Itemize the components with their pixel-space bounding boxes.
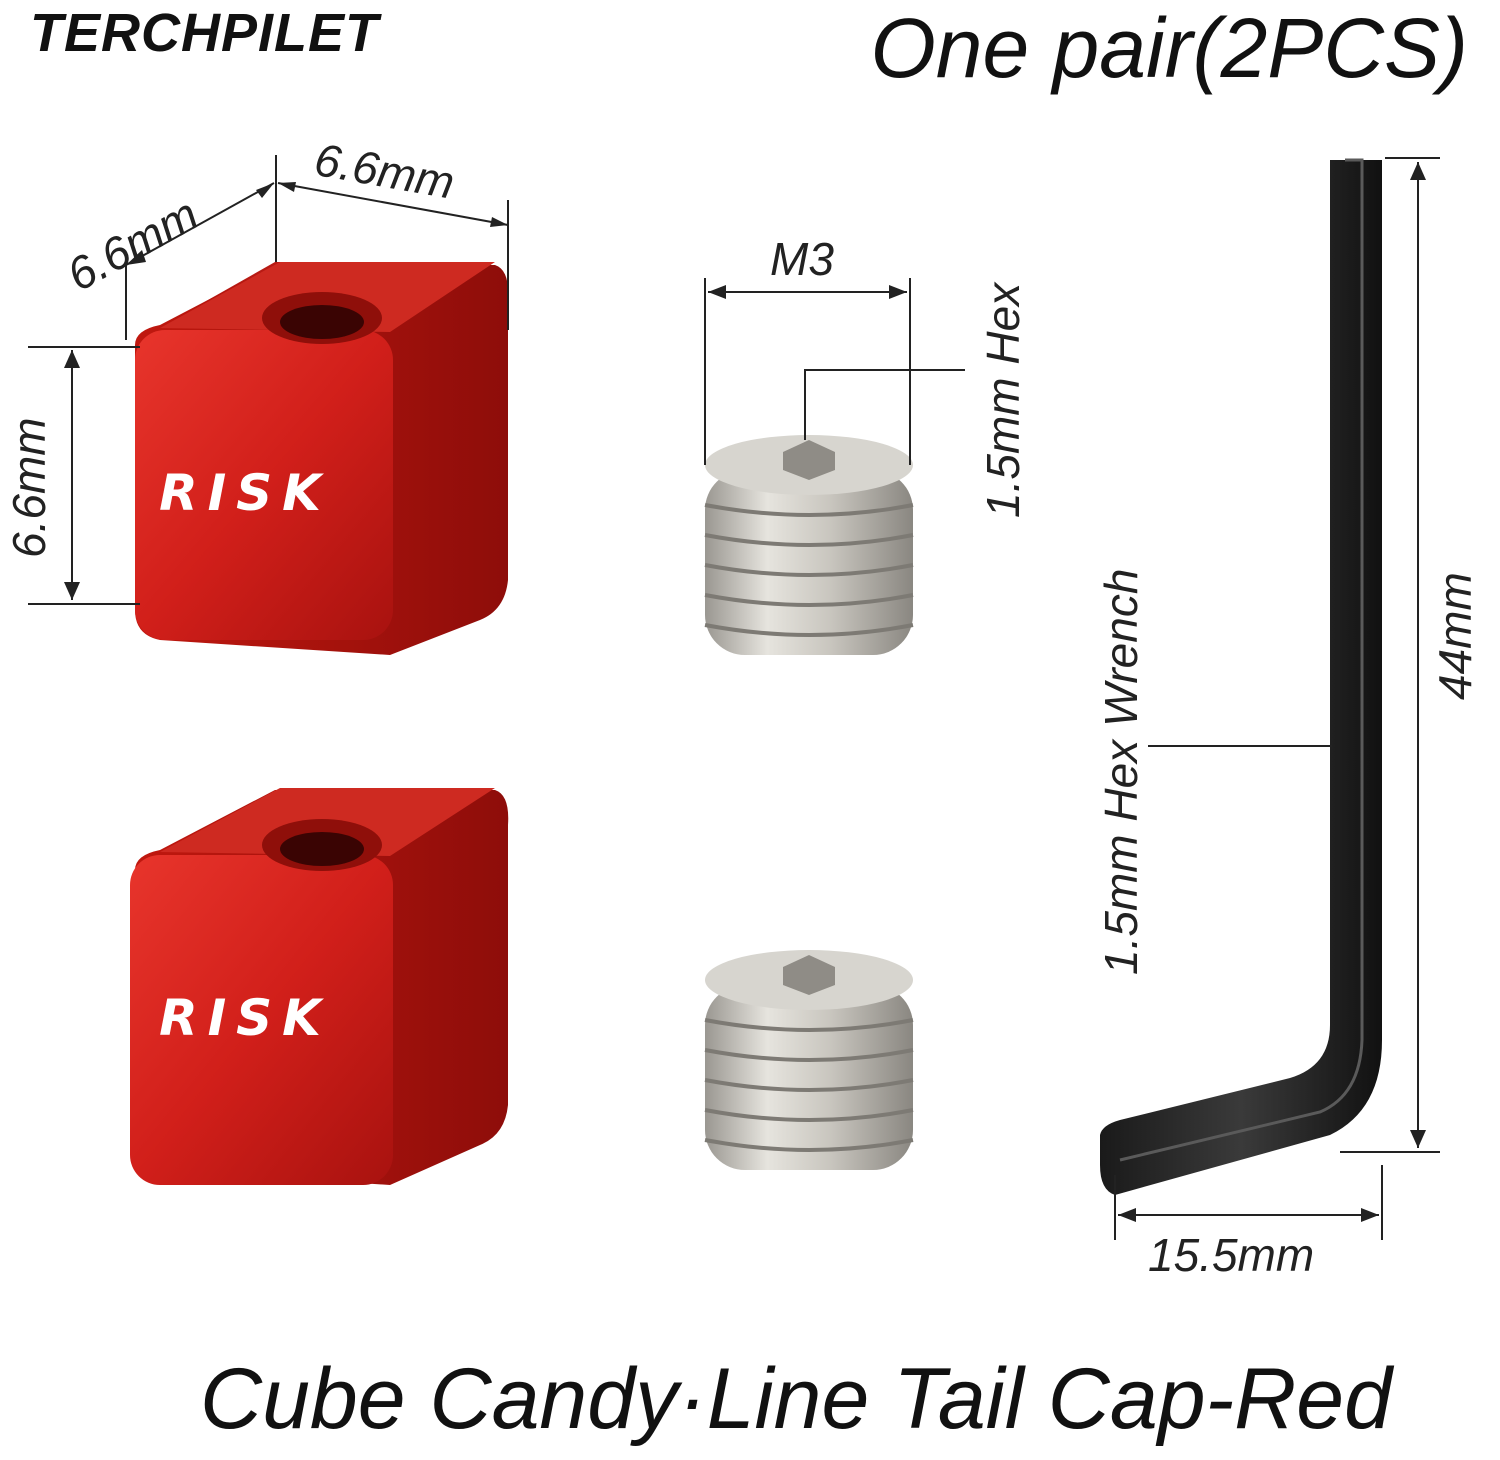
cube-height-label: 6.6mm (3, 417, 55, 558)
brand-name: TERCHPILET (30, 3, 380, 63)
cube-logo-bottom: RISK (159, 989, 331, 1047)
wrench-name-label: 1.5mm Hex Wrench (1095, 568, 1147, 975)
screw-dimension-lines (704, 278, 965, 465)
red-cube-top (135, 262, 509, 655)
headline: One pair(2PCS) (870, 1, 1468, 95)
screw-thread-label: M3 (770, 233, 834, 285)
set-screw-top (704, 435, 914, 655)
red-cube-bottom (130, 788, 509, 1185)
screw-hex-label: 1.5mm Hex (977, 282, 1029, 518)
cube-dimension-lines (28, 155, 509, 605)
product-title: Cube Candy·Line Tail Cap-Red (200, 1351, 1392, 1447)
wrench-dimension-lines (1114, 157, 1440, 1240)
hex-wrench (1100, 158, 1382, 1195)
cube-logo-top: RISK (159, 464, 331, 522)
set-screw-bottom (704, 950, 914, 1170)
wrench-width-label: 15.5mm (1148, 1229, 1315, 1281)
wrench-length-label: 44mm (1429, 572, 1481, 700)
